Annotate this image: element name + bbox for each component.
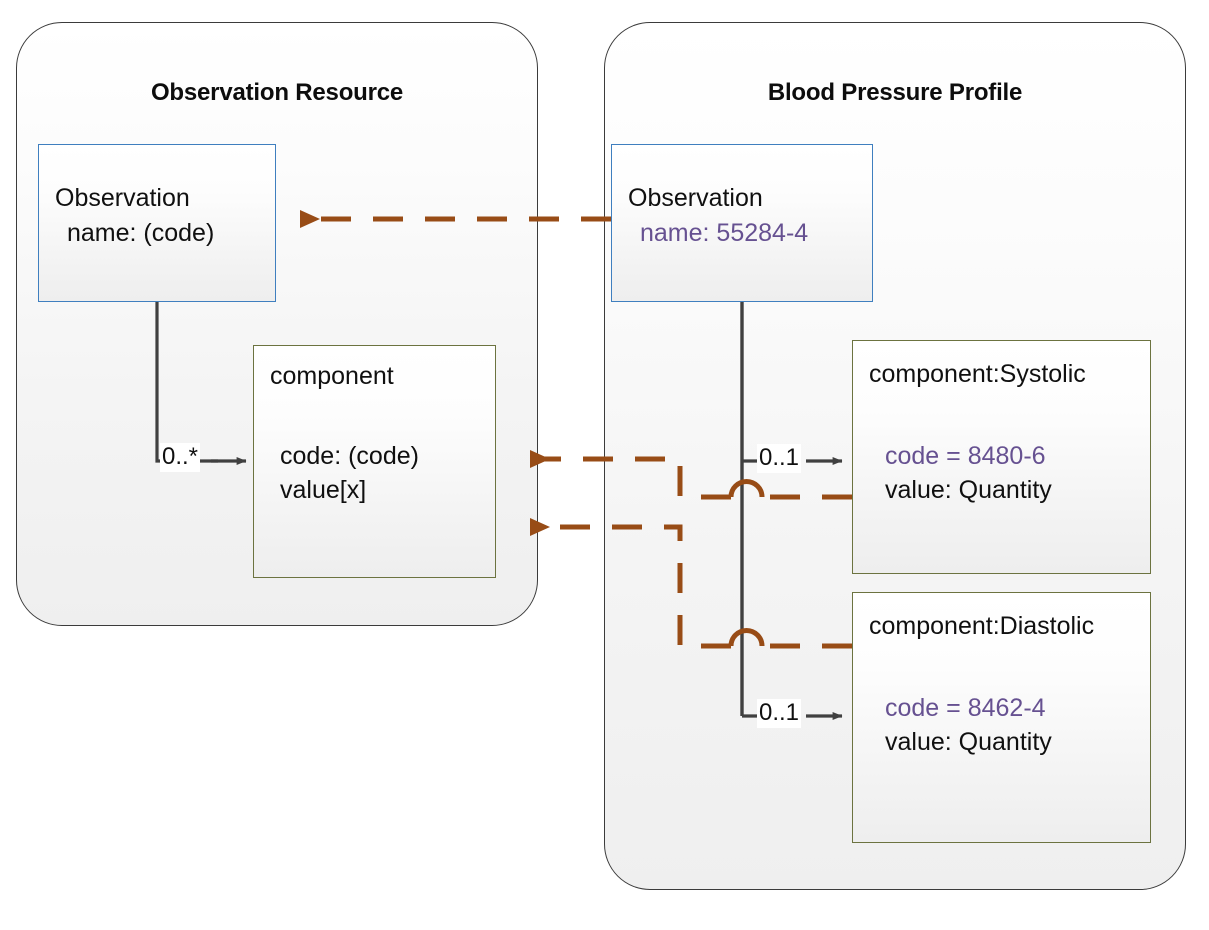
attribute-code-8462-4: code = 8462-4 — [885, 694, 1046, 722]
box-component-generic-title: component — [270, 362, 394, 390]
attribute-code: code: (code) — [280, 442, 419, 470]
box-component-systolic-title: component:Systolic — [869, 360, 1086, 388]
attribute-name-code: name: (code) — [67, 219, 215, 247]
box-component-systolic-attributes: code = 8480-6 value: Quantity — [885, 439, 1052, 507]
box-observation-resource-attributes: name: (code) — [67, 216, 214, 250]
box-component-generic[interactable]: component code: (code) value[x] — [253, 345, 496, 578]
attribute-code-8480-6: code = 8480-6 — [885, 442, 1046, 470]
box-observation-profile-attributes: name: 55284-4 — [640, 216, 808, 250]
panel-title-observation-resource: Observation Resource — [150, 79, 404, 106]
box-component-diastolic-title: component:Diastolic — [869, 612, 1095, 640]
box-observation-profile[interactable]: Observation name: 55284-4 — [611, 144, 873, 302]
attribute-value-quantity-diastolic: value: Quantity — [885, 728, 1052, 756]
box-observation-resource[interactable]: Observation name: (code) — [38, 144, 276, 302]
box-component-systolic[interactable]: component:Systolic code = 8480-6 value: … — [852, 340, 1151, 574]
multiplicity-label-profile-systolic: 0..1 — [757, 444, 802, 473]
attribute-value-x: value[x] — [280, 476, 367, 504]
attribute-value-quantity-systolic: value: Quantity — [885, 476, 1052, 504]
box-component-diastolic-attributes: code = 8462-4 value: Quantity — [885, 691, 1052, 759]
box-component-diastolic[interactable]: component:Diastolic code = 8462-4 value:… — [852, 592, 1151, 843]
box-component-generic-attributes: code: (code) value[x] — [280, 439, 419, 507]
multiplicity-label-resource-component: 0..* — [160, 443, 201, 472]
attribute-name-55284-4: name: 55284-4 — [640, 219, 809, 247]
box-observation-profile-title: Observation — [628, 184, 763, 212]
panel-title-blood-pressure-profile: Blood Pressure Profile — [767, 79, 1023, 106]
multiplicity-label-profile-diastolic: 0..1 — [757, 699, 802, 728]
box-observation-resource-title: Observation — [55, 184, 190, 212]
